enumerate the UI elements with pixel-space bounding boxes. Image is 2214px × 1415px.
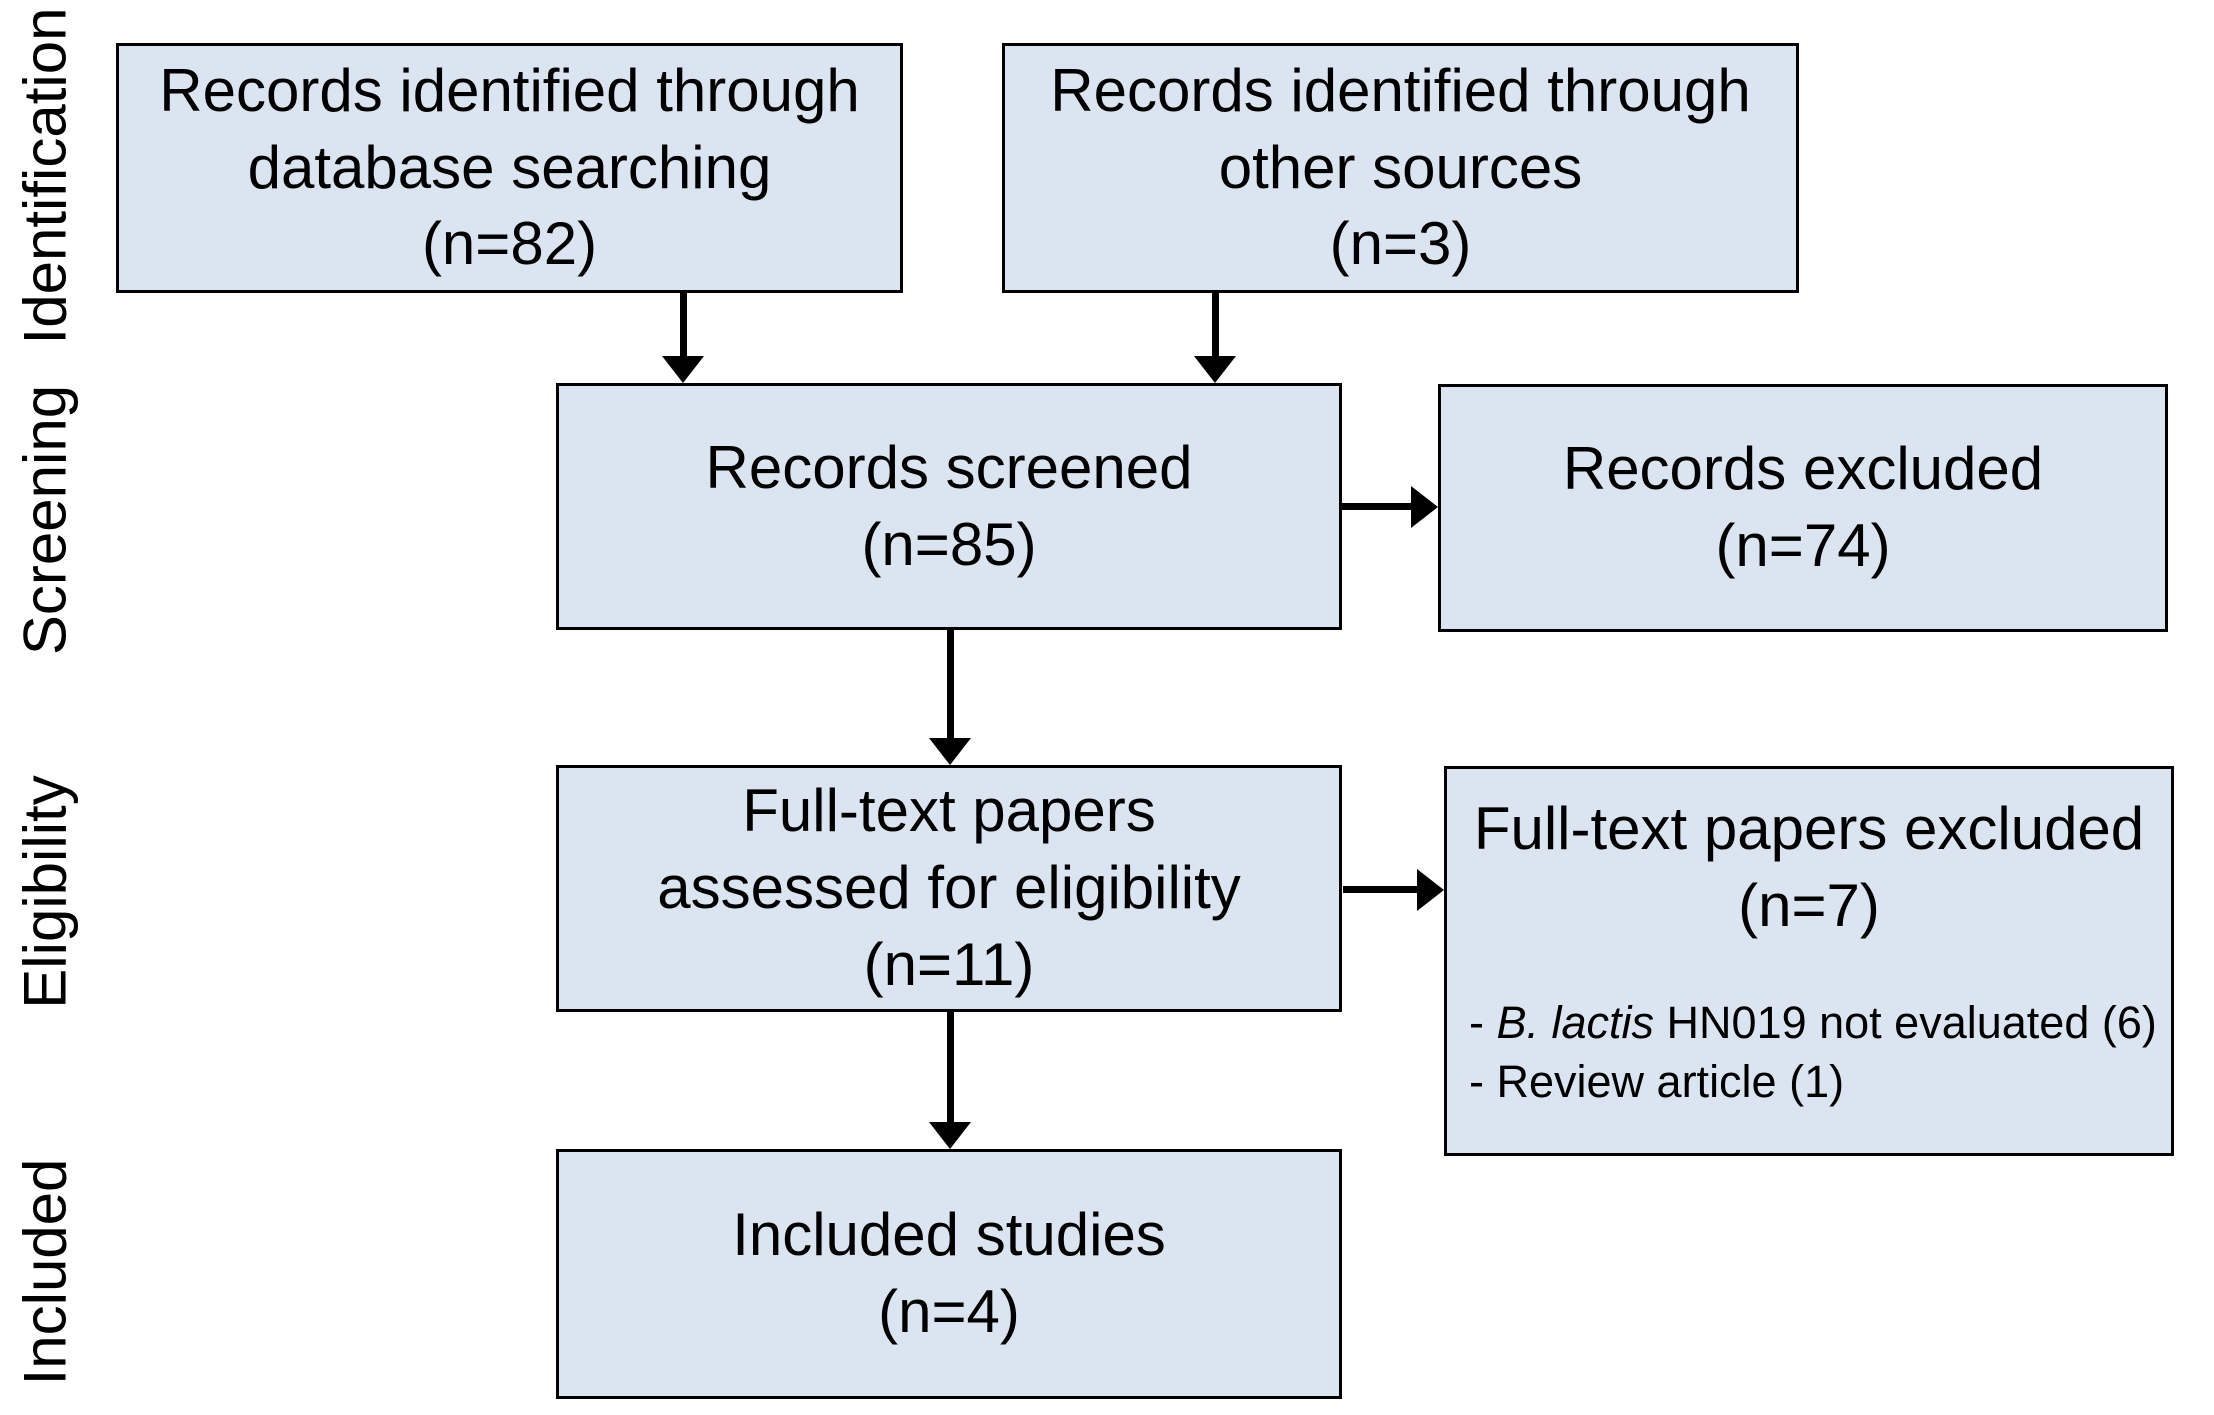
box-included-studies: Included studies (n=4)	[556, 1149, 1342, 1399]
arrow-other-to-screened	[1212, 293, 1219, 359]
reason-species-italic: B. lactis	[1496, 996, 1655, 1048]
arrow-fulltext-to-included	[947, 1012, 954, 1124]
exclusion-reason: - Review article (1)	[1469, 1052, 2161, 1111]
box-text-line: other sources	[1218, 133, 1583, 201]
stage-label-included: Included	[11, 1158, 79, 1386]
arrowhead-down-icon	[1194, 356, 1236, 383]
stage-label-identification: Identification	[11, 7, 79, 345]
box-text-line: Records identified through	[1050, 56, 1751, 124]
box-count: (n=3)	[1329, 210, 1472, 278]
box-records-screened: Records screened (n=85)	[556, 383, 1342, 630]
arrowhead-right-icon	[1411, 486, 1438, 528]
box-records-other-sources: Records identified through other sources…	[1002, 43, 1799, 293]
arrowhead-right-icon	[1417, 869, 1444, 911]
box-records-excluded: Records excluded (n=74)	[1438, 384, 2168, 632]
stage-label-eligibility: Eligibility	[11, 775, 79, 1009]
arrow-screened-to-fulltext	[947, 630, 954, 740]
box-fulltext-assessed: Full-text papers assessed for eligibilit…	[556, 765, 1342, 1012]
arrow-fulltext-to-excluded	[1343, 886, 1420, 893]
reason-prefix: -	[1469, 996, 1497, 1048]
box-fulltext-excluded: Full-text papers excluded (n=7) - B. lac…	[1444, 766, 2174, 1156]
box-text-line: Records identified through	[159, 56, 860, 124]
box-count: (n=74)	[1715, 512, 1891, 579]
box-records-database-searching: Records identified through database sear…	[116, 43, 903, 293]
box-text-line: database searching	[247, 133, 772, 201]
reason-rest: HN019 not evaluated (6)	[1654, 996, 2157, 1048]
arrowhead-down-icon	[662, 356, 704, 383]
arrow-db-to-screened	[680, 293, 687, 359]
box-count: (n=7)	[1738, 871, 1880, 939]
box-text-line: Records screened	[705, 433, 1193, 501]
box-text-line: assessed for eligibility	[657, 854, 1241, 922]
box-text-line: Full-text papers excluded	[1473, 795, 2145, 862]
box-count: (n=4)	[878, 1278, 1020, 1345]
arrow-screened-to-excluded	[1342, 503, 1414, 510]
box-text-line: Included studies	[732, 1201, 1166, 1269]
box-text-line: Full-text papers	[742, 777, 1156, 845]
exclusion-reason: - B. lactis HN019 not evaluated (6)	[1469, 993, 2161, 1052]
reason-prefix: -	[1469, 1055, 1497, 1107]
reason-rest: Review article (1)	[1496, 1055, 1845, 1107]
box-count: (n=11)	[863, 930, 1035, 998]
box-count: (n=82)	[421, 210, 598, 278]
box-text-line: Records excluded	[1562, 435, 2044, 503]
stage-label-screening: Screening	[11, 384, 79, 656]
arrowhead-down-icon	[929, 738, 971, 765]
exclusion-reason-list: - B. lactis HN019 not evaluated (6) - Re…	[1447, 945, 2171, 1112]
arrowhead-down-icon	[929, 1122, 971, 1149]
box-count: (n=85)	[861, 510, 1037, 578]
